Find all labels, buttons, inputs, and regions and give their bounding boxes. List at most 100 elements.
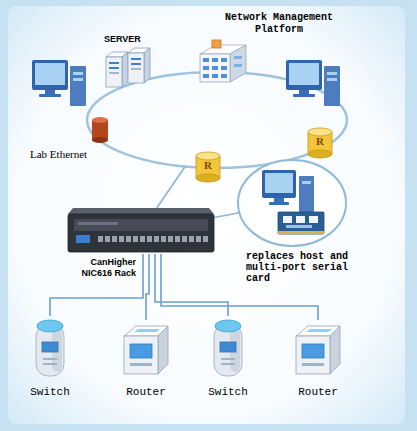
rack-icon-part-part <box>189 236 194 242</box>
switch-device: Switch <box>202 316 256 401</box>
label-anchor: R <box>308 135 332 148</box>
server-icon <box>104 46 152 86</box>
server-icon-part-part <box>106 57 122 87</box>
server-icon-part-part <box>131 68 141 70</box>
building-icon-part-part <box>234 64 242 67</box>
building-icon-part-part <box>212 58 218 62</box>
building-icon-part-part <box>212 40 221 48</box>
router-letter: R <box>308 135 332 148</box>
building-icon <box>196 40 251 82</box>
building-icon-part-part <box>203 74 209 78</box>
workstation-left-part <box>73 72 83 75</box>
router-icon-part-part <box>158 326 168 374</box>
device-label: Network Management Platform <box>222 12 336 36</box>
router-device: Router <box>118 316 176 401</box>
rack-icon-part-part <box>68 214 214 252</box>
rack-icon-part-part <box>126 236 131 242</box>
building-icon-part-part <box>200 54 230 82</box>
bubble-icon-part-part <box>278 212 324 234</box>
workstation-right-part <box>286 60 322 90</box>
label-anchor: R <box>196 159 220 172</box>
server-icon-part-part <box>109 72 119 74</box>
workstation-left-part <box>35 63 65 85</box>
server-icon-part-part <box>109 67 119 69</box>
bubble-icon-part-part <box>278 231 324 234</box>
switch-icon-part-part <box>221 363 235 365</box>
router-cylinder-part <box>308 150 332 158</box>
building-icon-part-part <box>212 74 218 78</box>
bubble-icon-part-part <box>286 225 312 228</box>
workstation-left-part <box>32 60 68 90</box>
router-icon-part-part <box>124 336 158 374</box>
rack-icon-part-part <box>140 236 145 242</box>
device-label: Router <box>118 386 174 399</box>
workstation-left-part <box>73 78 83 81</box>
server-icon-part <box>106 48 150 87</box>
server-icon-part-part <box>109 62 119 64</box>
router-icon-part-part <box>330 326 340 374</box>
hub-cylinder <box>92 117 108 143</box>
connector-line <box>157 167 185 208</box>
device-label: Lab Ethernet <box>30 148 87 161</box>
server-icon-part-part <box>144 48 150 83</box>
rack-icon-part-part <box>196 236 201 242</box>
switch-icon <box>208 316 248 378</box>
switch-icon-part-part <box>221 358 235 360</box>
switch-icon <box>30 316 70 378</box>
switch-icon-part <box>214 320 242 376</box>
bubble-icon <box>236 158 348 248</box>
bubble-icon-part-part <box>309 216 318 223</box>
hub-cylinder-part <box>92 137 108 143</box>
workstation-right-part <box>289 63 319 85</box>
building-icon-part-part <box>203 66 209 70</box>
ethernet-ring: Lab Ethernet <box>28 70 349 170</box>
rack-icon-part-part <box>175 236 180 242</box>
rack-icon <box>68 208 214 254</box>
server-node: SERVER <box>100 34 152 86</box>
bubble-icon-part-part <box>238 160 346 246</box>
building-icon-part-part <box>230 45 246 82</box>
router-cylinder <box>196 152 220 182</box>
rack-icon-part-part <box>154 236 159 242</box>
switch-icon-part-part <box>43 358 57 360</box>
platform-node: Network Management Platform <box>196 12 338 82</box>
building-icon-part-part <box>221 66 227 70</box>
callout-bubble: replaces host and multi-port serial card <box>236 158 356 286</box>
rack-icon-part-part <box>74 219 208 231</box>
router-icon-part-part <box>296 336 330 374</box>
router-icon-part-part <box>302 363 324 366</box>
router-icon-part-part <box>306 329 332 332</box>
rack-icon-part-part <box>112 236 117 242</box>
workstation-left-part <box>70 66 86 106</box>
bubble-icon-part-part <box>269 202 289 205</box>
connector-line <box>214 213 239 218</box>
server-icon-part-part <box>128 53 144 83</box>
bubble-icon-part-part <box>302 181 311 184</box>
rack-icon-part-part <box>105 236 110 242</box>
workstation-right-part <box>299 90 309 94</box>
bubble-icon-part-part <box>296 216 305 223</box>
bubble-icon-part-part <box>299 176 314 212</box>
ring-icon-part-part <box>87 72 347 168</box>
device-label: CanHigher NIC616 Rack <box>70 257 136 279</box>
device-label: Router <box>290 386 346 399</box>
rack-icon-part-part <box>68 208 214 214</box>
ring-icon <box>85 70 349 170</box>
building-icon-part-part <box>221 74 227 78</box>
server-icon-part-part <box>131 58 141 60</box>
workstation-right-part <box>293 94 315 97</box>
building-icon-part-part <box>221 58 227 62</box>
workstation-left <box>32 60 86 106</box>
workstation-left-part <box>39 94 61 97</box>
building-icon-part-part <box>234 56 242 59</box>
router-letter: R <box>196 159 220 172</box>
bubble-icon-part-part <box>274 198 284 202</box>
building-icon-part <box>200 40 246 82</box>
switch-icon-part-part <box>37 320 63 332</box>
rack-icon-part <box>68 208 214 252</box>
bubble-icon-part-part <box>283 216 292 223</box>
ring-icon-part <box>87 72 347 168</box>
router-icon-part <box>124 326 168 374</box>
